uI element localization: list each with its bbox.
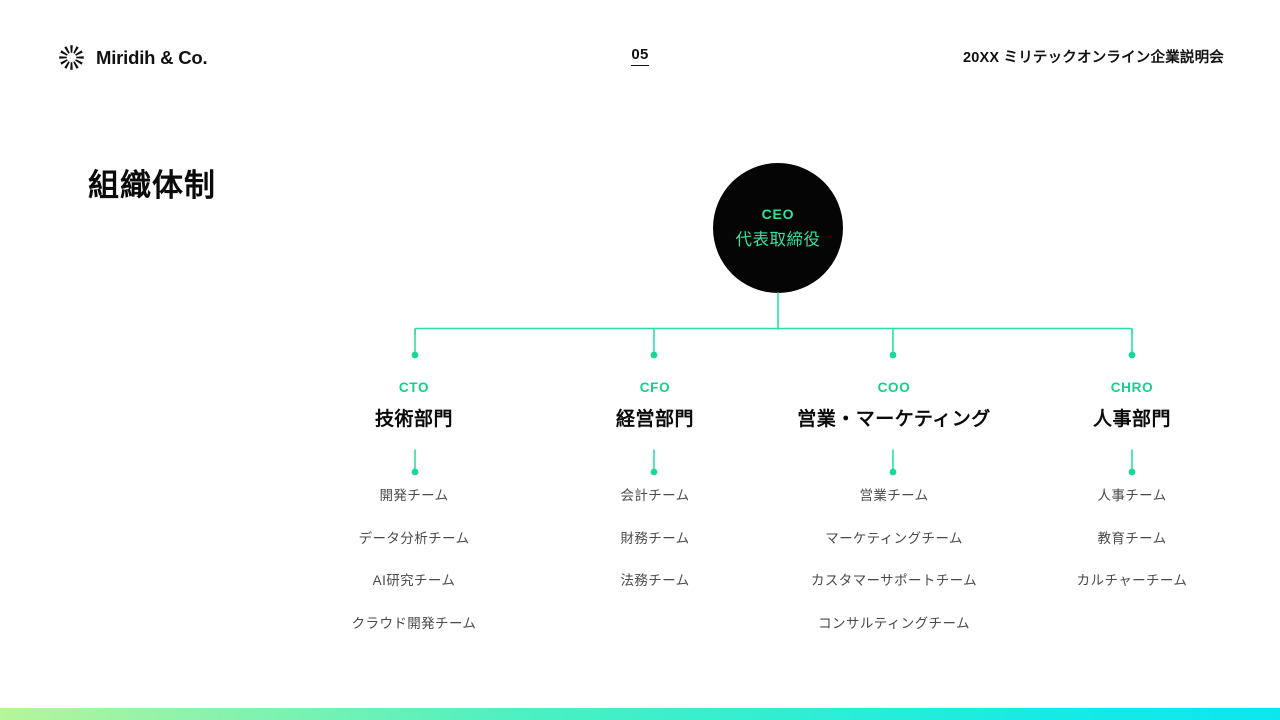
team-list-cto: 開発チーム データ分析チーム AI研究チーム クラウド開発チーム [314,489,514,630]
department-name-label: 経営部門 [615,409,694,430]
list-item: クラウド開発チーム [351,615,477,631]
list-item: マーケティングチーム [825,530,963,546]
list-item: 人事チーム [1097,488,1167,503]
page-number: 05 [0,46,1280,66]
list-item: 営業チーム [859,488,929,503]
list-item: 財務チーム [620,530,690,546]
org-node-ceo: CEO 代表取締役 [713,163,843,293]
department-role-label: CFO [639,380,671,395]
ceo-name-label: 代表取締役 [735,231,821,249]
page-title: 組織体制 [88,168,216,203]
list-item: 会計チーム [620,488,690,503]
event-title: 20XX ミリテックオンライン企業説明会 [963,50,1224,66]
department-role-label: COO [877,380,911,395]
team-list-coo: 営業チーム マーケティングチーム カスタマーサポートチーム コンサルティングチー… [764,489,1024,630]
list-item: コンサルティングチーム [818,615,970,631]
department-role-label: CHRO [1110,380,1154,395]
list-item: 教育チーム [1097,530,1167,546]
slide-header: Miridih & Co. 05 20XX ミリテックオンライン企業説明会 [0,0,1280,112]
list-item: 開発チーム [379,488,449,503]
department-name-label: 営業・マーケティング [797,409,991,430]
list-item: データ分析チーム [358,530,470,546]
page-number-value: 05 [631,46,649,66]
team-list-cfo: 会計チーム 財務チーム 法務チーム [555,489,755,588]
sunburst-logo-icon [58,44,85,71]
department-name-label: 人事部門 [1092,409,1171,430]
list-item: カルチャーチーム [1076,573,1188,588]
department-role-label: CTO [398,380,430,395]
org-node-department-cfo: CFO 経営部門 [555,380,755,431]
org-node-department-chro: CHRO 人事部門 [1032,380,1232,431]
brand: Miridih & Co. [58,44,208,71]
footer-gradient-bar [0,708,1280,720]
brand-name: Miridih & Co. [96,46,208,68]
list-item: カスタマーサポートチーム [810,573,978,588]
org-node-department-coo: COO 営業・マーケティング [764,380,1024,431]
team-list-chro: 人事チーム 教育チーム カルチャーチーム [1032,489,1232,588]
org-node-department-cto: CTO 技術部門 [314,380,514,431]
list-item: 法務チーム [620,573,690,588]
department-name-label: 技術部門 [374,409,453,430]
ceo-role-label: CEO [761,206,795,222]
list-item: AI研究チーム [372,573,456,588]
